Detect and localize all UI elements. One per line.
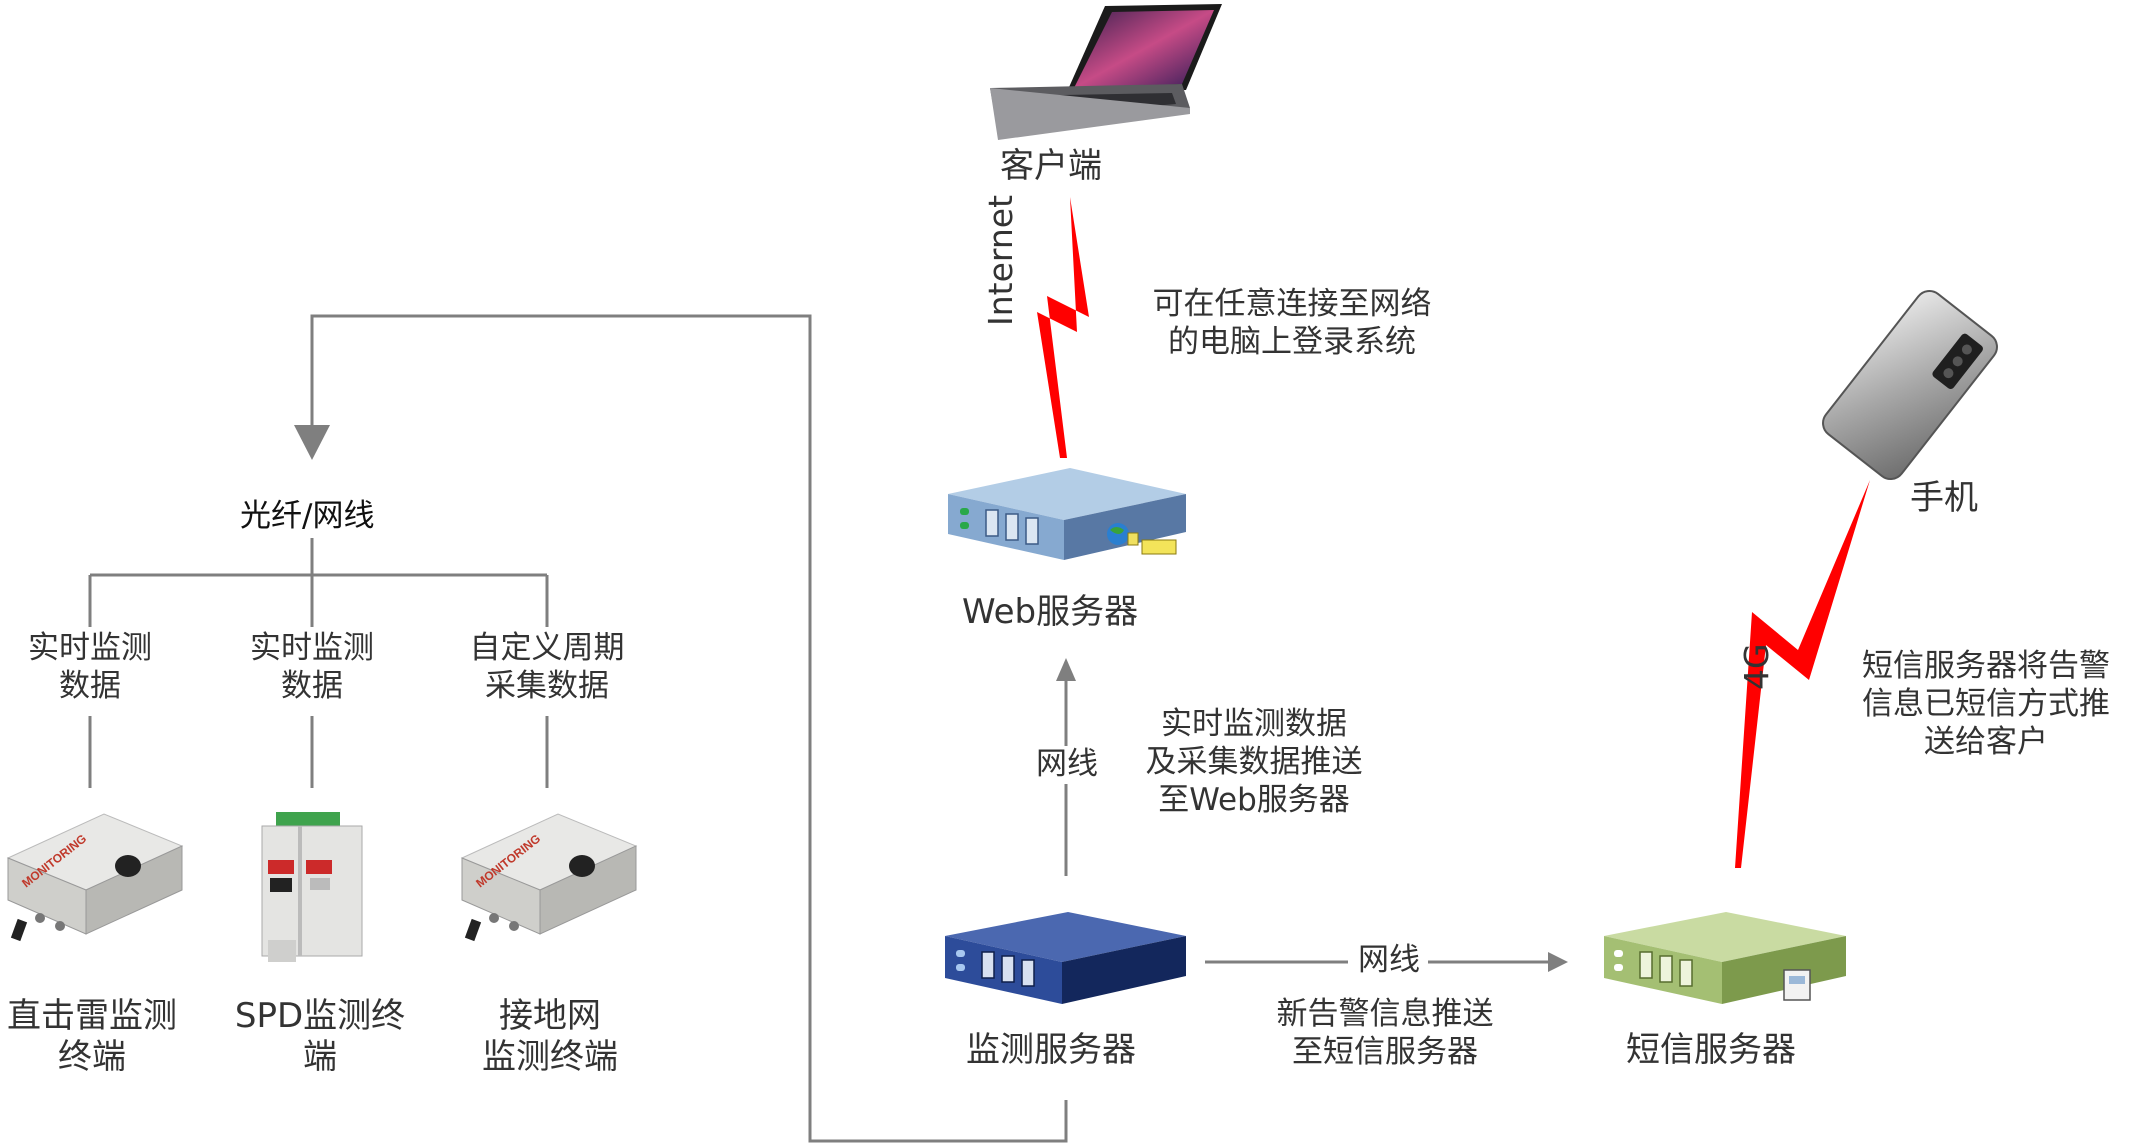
ground-monitor-box-icon: MONITORING — [460, 813, 638, 942]
sms-server-icon — [1604, 912, 1846, 1004]
push-web-note: 实时监测数据及采集数据推送至Web服务器 — [1145, 706, 1363, 818]
web-arrowhead — [1056, 658, 1076, 681]
lightning-monitor-box-icon: MONITORING — [6, 813, 184, 942]
wire-up-label: 网线 — [1032, 746, 1102, 784]
ground-terminal-label: 接地网监测终端 — [482, 996, 618, 1078]
branch-3-label: 自定义周期采集数据 — [469, 630, 625, 704]
connector-lines — [88, 314, 1548, 1143]
lightning-terminal-label: 直击雷监测终端 — [7, 996, 177, 1078]
laptop-icon — [990, 4, 1222, 140]
fiber-label: 光纤/网线 — [240, 498, 375, 534]
sms-server-label: 短信服务器 — [1626, 1030, 1796, 1070]
internet-lightning-icon — [1037, 197, 1089, 458]
branch-1-label: 实时监测数据 — [28, 630, 152, 704]
internet-label: Internet — [981, 195, 1020, 326]
monitor-server-label: 监测服务器 — [966, 1030, 1136, 1070]
arrowheads — [294, 425, 1568, 972]
branch-2-label: 实时监测数据 — [250, 630, 374, 704]
feedback-line — [310, 314, 1068, 1143]
fiber-arrowhead — [294, 425, 330, 460]
push-sms-note: 新告警信息推送至短信服务器 — [1276, 996, 1494, 1070]
4g-lightning-icon — [1735, 480, 1870, 868]
client-label: 客户端 — [1000, 146, 1102, 186]
wire-right-label: 网线 — [1358, 942, 1420, 978]
internet-note: 可在任意连接至网络的电脑上登录系统 — [1152, 286, 1432, 360]
4g-label: 4G — [1737, 643, 1776, 690]
spd-monitor-icon — [261, 812, 363, 962]
sms-note: 短信服务器将告警信息已短信方式推送给客户 — [1862, 648, 2110, 760]
web-server-label: Web服务器 — [962, 592, 1139, 632]
web-server-icon — [948, 468, 1186, 560]
phone-icon — [1822, 289, 1998, 481]
sms-arrowhead — [1548, 952, 1568, 972]
spd-terminal-label: SPD监测终端 — [234, 996, 406, 1078]
phone-label: 手机 — [1910, 478, 1978, 518]
monitor-server-icon — [945, 912, 1186, 1004]
